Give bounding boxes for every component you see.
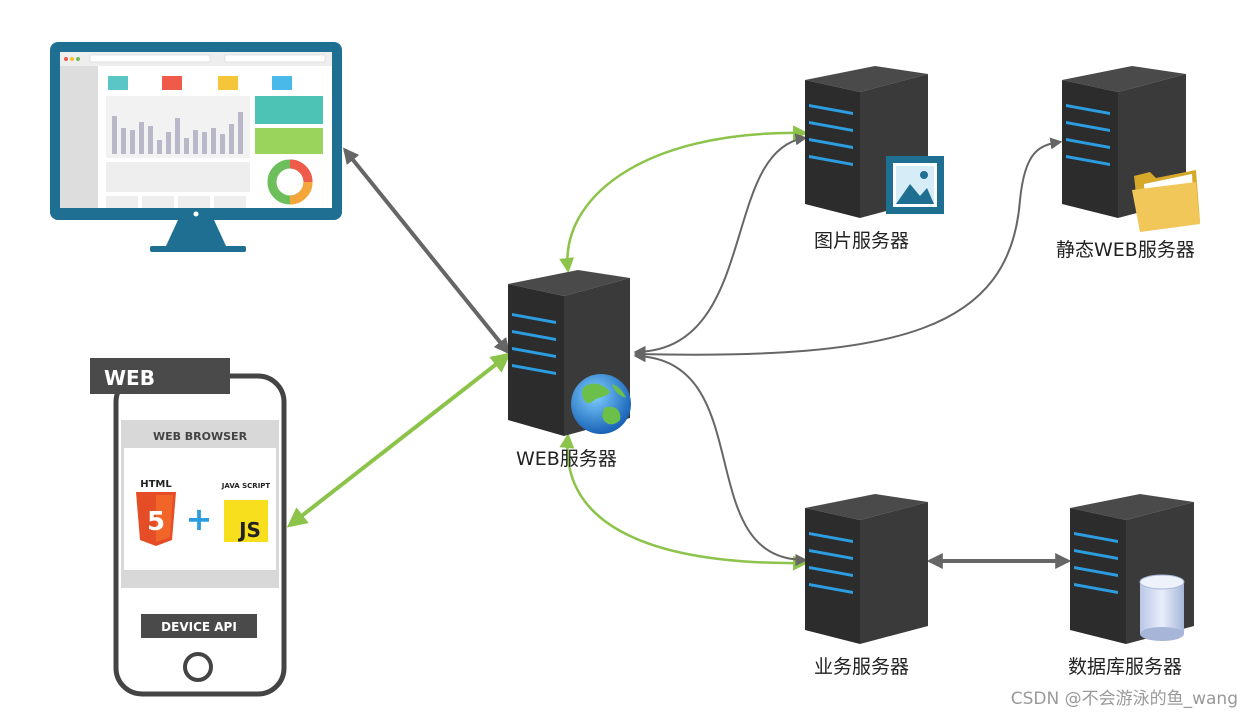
- phone-tag-label: WEB: [104, 366, 155, 390]
- phone-web-arrow: [286, 352, 512, 528]
- device-api-label: DEVICE API: [161, 620, 237, 634]
- web-browser-title: WEB BROWSER: [153, 430, 248, 443]
- js-label: JS: [237, 518, 261, 542]
- globe-icon: [571, 374, 631, 434]
- html5-number: 5: [147, 507, 165, 537]
- picture-icon: [886, 156, 944, 214]
- monitor-icon: [50, 42, 342, 252]
- web-image-green-arrow: [559, 125, 808, 273]
- phone-icon: [90, 358, 287, 697]
- watermark: CSDN @不会游泳的鱼_wang: [1010, 689, 1238, 709]
- monitor-web-arrow: [342, 147, 511, 355]
- phone-web-tag: [90, 358, 230, 394]
- static-web-server-label: 静态WEB服务器: [1056, 239, 1195, 261]
- javascript-caption: JAVA SCRIPT: [221, 482, 271, 490]
- image-server-icon: [805, 66, 944, 218]
- folder-icon: [1132, 170, 1200, 232]
- web-image-gray-arrow: [633, 133, 808, 358]
- plus-sign: +: [186, 500, 213, 538]
- image-server-label: 图片服务器: [814, 230, 910, 252]
- database-server-icon: [1070, 494, 1194, 644]
- static-web-server-icon: [1062, 66, 1200, 232]
- database-cylinder-icon: [1139, 574, 1185, 641]
- html-label: HTML: [140, 479, 172, 490]
- database-server-label: 数据库服务器: [1068, 656, 1183, 678]
- web-server-icon: [508, 270, 631, 436]
- business-server-icon: [805, 494, 928, 644]
- business-server-label: 业务服务器: [814, 656, 910, 678]
- web-server-label: WEB服务器: [516, 448, 617, 470]
- home-button-icon: [183, 652, 213, 682]
- connections: [286, 125, 1072, 571]
- web-business-gray-arrow: [633, 350, 808, 566]
- js-icon: [224, 500, 268, 542]
